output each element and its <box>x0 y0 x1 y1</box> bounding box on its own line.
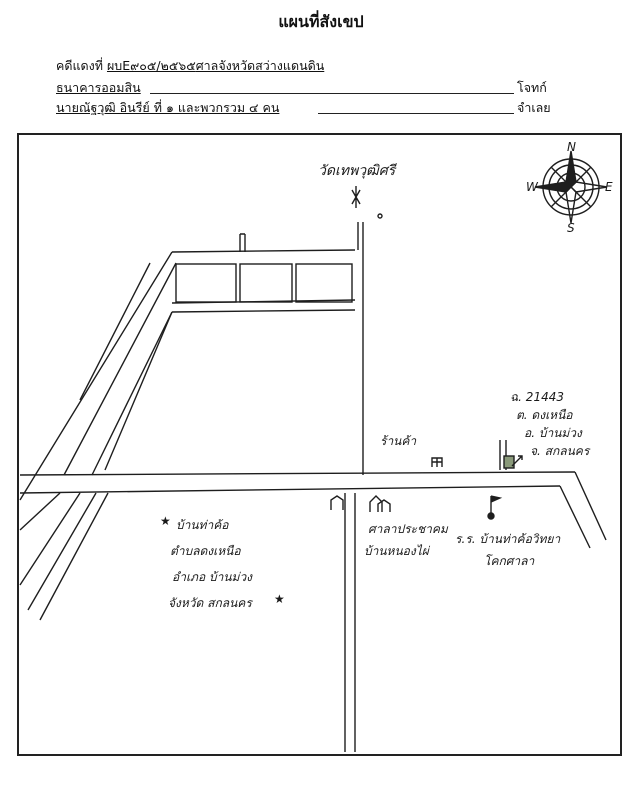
location-village: บ้านท่าค้อ <box>176 518 229 532</box>
case-line: คดีแดงที่ ผบE๙๐๕/๒๕๖๕ศาลจังหวัดสว่างแดนด… <box>56 56 324 76</box>
page-title: แผนที่สังเขป <box>278 12 364 31</box>
plaintiff-name: ธนาคารออมสิน <box>56 80 141 95</box>
plot-info-province: จ. สกลนคร <box>530 444 590 458</box>
defendant-name: นายณัฐวุฒิ อินรีย์ ที่ ๑ และพวกรวม ๔ คน <box>56 100 280 115</box>
location-star-2: ★ <box>274 592 285 606</box>
temple-marks <box>330 186 391 512</box>
flag-icon <box>487 495 503 520</box>
compass-e: E <box>605 180 613 194</box>
plot-info-district: อ. บ้านม่วง <box>524 426 582 440</box>
shop-icon <box>431 457 443 467</box>
plaintiff-role: โจทก์ <box>517 80 547 95</box>
compass-s: S <box>567 221 575 235</box>
village-line-1: ร.ร. บ้านท่าค้อวิทยา <box>455 532 561 546</box>
defendant-role: จำเลย <box>517 100 551 115</box>
plot-info-subdistrict: ต. ดงเหนือ <box>516 408 573 422</box>
plot-marker <box>499 440 523 470</box>
school-line-1: ศาลาประชาคม <box>368 522 448 536</box>
defendant-rule <box>318 113 514 114</box>
compass-rose-icon <box>534 150 608 224</box>
map-frame <box>17 133 622 756</box>
diagonal-roads <box>19 222 364 621</box>
location-district: อำเภอ บ้านม่วง <box>172 570 253 584</box>
plot-info-deed: ฉ. 21443 <box>510 390 564 404</box>
compass-n: N <box>567 140 576 154</box>
case-number: ผบE๙๐๕/๒๕๖๕ <box>106 58 196 73</box>
plot-info: ฉ. 21443 ต. ดงเหนือ อ. บ้านม่วง จ. สกลนค… <box>510 388 589 460</box>
location-province: จังหวัด สกลนคร <box>168 596 252 610</box>
south-road <box>344 493 356 752</box>
main-road <box>19 471 607 549</box>
compass-w: W <box>526 180 538 194</box>
building-blocks <box>175 233 353 303</box>
temple-label: วัดเทพวุฒิศรี <box>318 163 396 179</box>
court-name: ศาลจังหวัดสว่างแดนดิน <box>195 58 325 73</box>
location-star-1: ★ <box>160 514 171 528</box>
case-prefix: คดีแดงที่ <box>56 58 107 73</box>
plaintiff-rule <box>150 93 514 94</box>
village-line-2: โคกศาลา <box>484 554 535 568</box>
location-subdistrict: ตำบลดงเหนือ <box>170 544 241 558</box>
school-line-2: บ้านหนองไผ่ <box>364 544 429 558</box>
shop-label: ร้านค้า <box>380 434 417 448</box>
